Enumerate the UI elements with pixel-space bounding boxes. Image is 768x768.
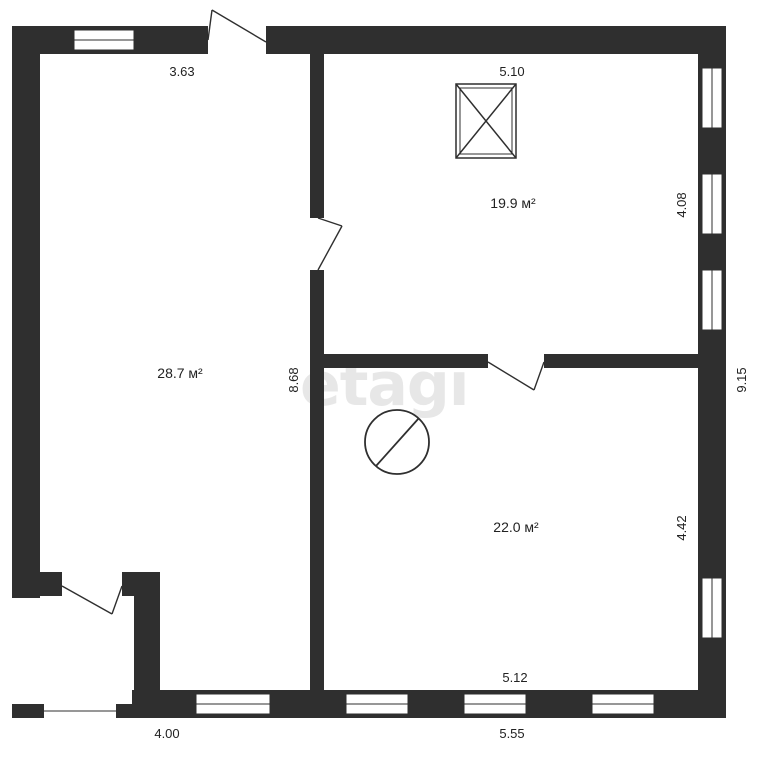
dimension-top-right: 5.10: [499, 64, 524, 79]
dimension-right-upper: 4.08: [674, 192, 689, 217]
room-area-large: 28.7 м²: [157, 365, 203, 381]
dimension-bottom-inner: 5.12: [502, 670, 527, 685]
closet-opening: [12, 598, 28, 704]
dimension-bottom-left: 4.00: [154, 726, 179, 741]
window-right-3: [701, 269, 723, 331]
door-center: [317, 217, 343, 271]
dimension-right-total: 9.15: [734, 367, 749, 392]
window-bottom-2: [345, 693, 409, 715]
window-right-1: [701, 67, 723, 129]
dimension-right-lower: 4.42: [674, 515, 689, 540]
skylight-icon: [455, 83, 517, 159]
doors: [61, 9, 545, 615]
door-middle: [487, 361, 545, 391]
room-area-top-right: 19.9 м²: [490, 195, 536, 211]
middle-wall-right: [544, 354, 698, 368]
window-bottom-3: [463, 693, 527, 715]
window-right-4: [701, 577, 723, 639]
closet-wall-right: [134, 572, 160, 718]
center-wall-lower: [310, 270, 324, 690]
middle-wall-left: [324, 354, 488, 368]
dimension-bottom-right: 5.55: [499, 726, 524, 741]
window-top: [73, 29, 135, 51]
entrance-door: [207, 9, 267, 43]
dimension-center-vertical: 8.68: [286, 367, 301, 392]
closet-wall-top-left: [40, 572, 62, 596]
window-right-2: [701, 173, 723, 235]
center-wall-upper: [310, 54, 324, 218]
room-area-bottom-right: 22.0 м²: [493, 519, 539, 535]
door-closet: [61, 585, 123, 615]
window-bottom-4: [591, 693, 655, 715]
top-wall-right: [266, 26, 726, 54]
windows: [73, 29, 723, 715]
closet-floor: [28, 598, 132, 704]
window-bottom-1: [195, 693, 271, 715]
fan-vent-icon: [364, 409, 430, 475]
dimension-top-left: 3.63: [169, 64, 194, 79]
interior-walls: [40, 54, 698, 718]
